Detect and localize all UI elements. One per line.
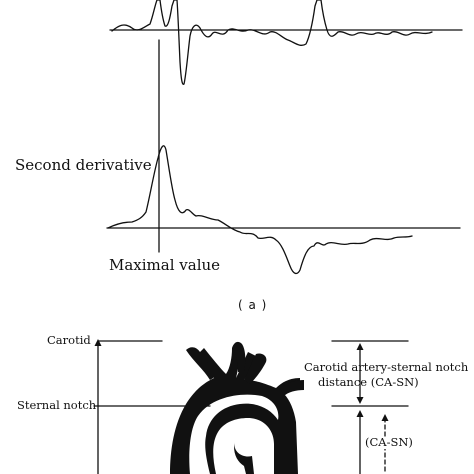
carotid-label: Carotid — [47, 333, 91, 347]
brachiocephalic-branch — [186, 347, 216, 380]
left-carotid-branch — [244, 353, 267, 384]
aortic-arch-silhouette — [170, 348, 300, 474]
ca-sn-arrowhead-down — [356, 397, 364, 404]
sternal-notch-label: Sternal notch — [17, 398, 97, 412]
second-derivative-waveform — [107, 145, 413, 275]
panel-a-label: ( a ) — [238, 298, 268, 312]
ca-sn-description-line1: Carotid artery-sternal notch — [304, 360, 469, 374]
upper-waveform — [111, 0, 433, 85]
aortic-arch-inner-lumen — [213, 418, 274, 474]
left-subclavian-branch — [232, 341, 246, 372]
ca-sn-short-label: (CA-SN) — [364, 435, 414, 449]
second-derivative-label: Second derivative — [15, 156, 152, 174]
ca-sn-arrowhead-up — [356, 343, 364, 350]
right-branch-stub — [280, 380, 304, 396]
maximal-value-label: Maximal value — [109, 256, 221, 274]
dashed-arrowhead — [381, 414, 389, 421]
ca-sn-description-line2: distance (CA-SN) — [318, 375, 419, 389]
ca-sn-lower-arrowhead — [356, 410, 364, 417]
left-scale-arrowhead — [94, 339, 102, 346]
